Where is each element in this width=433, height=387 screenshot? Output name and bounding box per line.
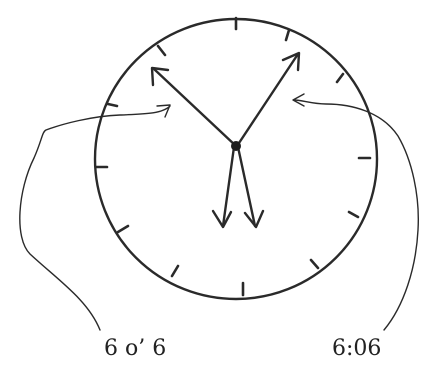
tick-1 — [286, 30, 289, 40]
upper-right-hand-arrow — [237, 53, 299, 146]
upper-left-hand-arrow — [152, 68, 236, 146]
right-pointer-arrow — [293, 94, 418, 330]
caption-right: 6:06 — [332, 338, 381, 360]
lower-right-hand-arrow — [238, 147, 263, 227]
tick-2 — [337, 74, 343, 82]
left-pointer-arrow — [20, 105, 170, 330]
tick-4 — [349, 212, 358, 217]
caption-left: 6 o’ 6 — [104, 338, 166, 360]
lower-left-hand-arrow — [213, 147, 234, 227]
tick-8 — [118, 226, 128, 232]
clock-hands — [152, 53, 299, 227]
tick-5 — [311, 260, 318, 268]
clock-face — [95, 19, 377, 299]
tick-7 — [172, 266, 178, 276]
tick-10 — [108, 104, 117, 106]
tick-11 — [158, 46, 165, 55]
center-hub — [231, 141, 241, 151]
